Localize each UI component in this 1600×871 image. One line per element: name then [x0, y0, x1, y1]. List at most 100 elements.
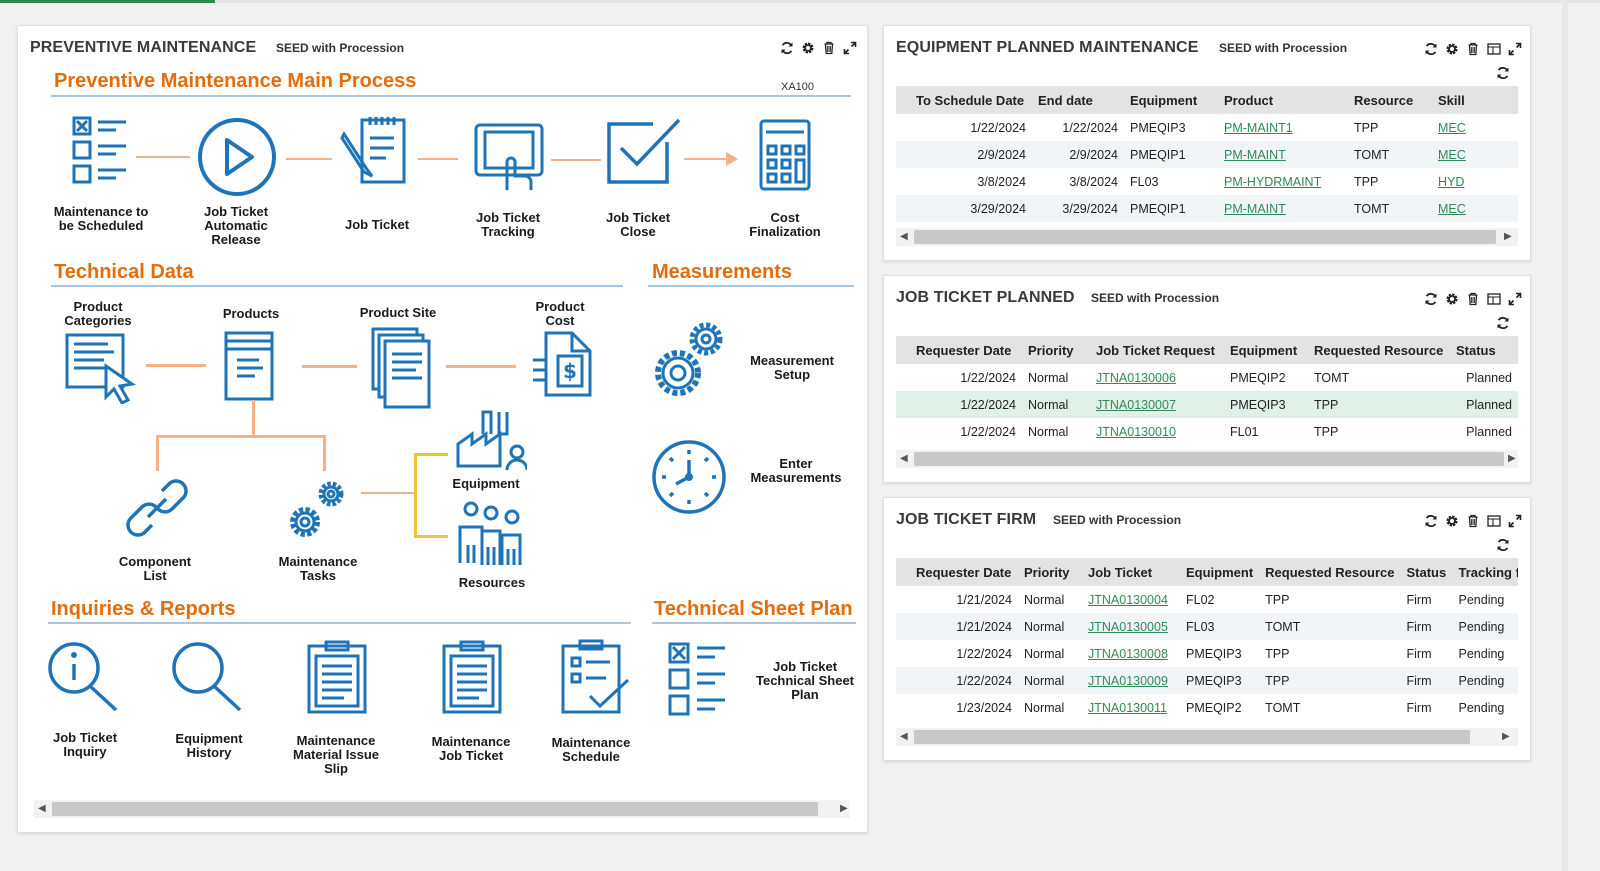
clipboard-list-icon[interactable]: [441, 640, 503, 714]
job-ticket-request-link[interactable]: JTNA0130007: [1096, 397, 1176, 412]
item-label[interactable]: Job Ticket Inquiry: [52, 730, 118, 759]
column-header[interactable]: Priority: [1018, 558, 1082, 586]
step-label[interactable]: Job Ticket Tracking: [475, 210, 541, 239]
product-link[interactable]: PM-HYDRMAINT: [1224, 174, 1322, 189]
expand-icon[interactable]: [1508, 514, 1522, 528]
trash-icon[interactable]: [1466, 42, 1480, 56]
table-row[interactable]: 1/22/2024 Normal JTNA0130009 PMEQIP3 TPP…: [896, 667, 1518, 694]
gear-icon[interactable]: [1445, 292, 1459, 306]
scroll-right-icon[interactable]: ▶: [840, 803, 848, 814]
horizontal-scrollbar[interactable]: ◀ ▶: [896, 728, 1518, 746]
panel-layout-icon[interactable]: [1487, 292, 1501, 306]
clipboard-list-icon[interactable]: [306, 640, 368, 714]
tracking-tablet-icon[interactable]: [473, 122, 549, 194]
factory-icon[interactable]: [455, 404, 527, 476]
skill-link[interactable]: MEC: [1438, 201, 1466, 216]
product-link[interactable]: PM-MAINT1: [1224, 120, 1293, 135]
item-label[interactable]: Maintenance Tasks: [278, 554, 358, 583]
expand-icon[interactable]: [1508, 42, 1522, 56]
scroll-right-icon[interactable]: ▶: [1504, 231, 1512, 242]
scroll-thumb[interactable]: [914, 730, 1470, 744]
step-label[interactable]: Job Ticket Close: [605, 210, 671, 239]
column-header[interactable]: Requester Date: [896, 336, 1022, 364]
trash-icon[interactable]: [1466, 292, 1480, 306]
horizontal-scrollbar[interactable]: ◀ ▶: [34, 800, 850, 818]
calculator-icon[interactable]: [758, 118, 814, 192]
table-row[interactable]: 1/22/2024 1/22/2024 PMEQIP3 PM-MAINT1 TP…: [896, 114, 1518, 141]
refresh-icon[interactable]: [1424, 514, 1438, 528]
column-header[interactable]: Job Ticket Request: [1090, 336, 1224, 364]
scroll-right-icon[interactable]: ▶: [1502, 731, 1510, 742]
table-row[interactable]: 2/9/2024 2/9/2024 PMEQIP1 PM-MAINT TOMT …: [896, 141, 1518, 168]
product-book-icon[interactable]: [223, 330, 279, 402]
scroll-left-icon[interactable]: ◀: [900, 231, 908, 242]
clock-icon[interactable]: [650, 438, 728, 516]
search-icon[interactable]: [170, 640, 246, 714]
item-label[interactable]: Measurement Setup: [750, 353, 834, 382]
item-label[interactable]: Maintenance Schedule: [551, 735, 631, 764]
column-header[interactable]: Equipment: [1180, 558, 1260, 586]
link-chain-icon[interactable]: [122, 473, 192, 543]
skill-link[interactable]: MEC: [1438, 120, 1466, 135]
scroll-left-icon[interactable]: ◀: [38, 803, 46, 814]
refresh-icon[interactable]: [1496, 316, 1510, 330]
column-header[interactable]: End date: [1032, 86, 1124, 114]
skill-link[interactable]: MEC: [1438, 147, 1466, 162]
step-label[interactable]: Maintenance to be Scheduled: [53, 204, 149, 233]
gear-icon[interactable]: [801, 41, 815, 55]
expand-icon[interactable]: [843, 41, 857, 55]
scroll-thumb[interactable]: [52, 802, 818, 816]
item-label[interactable]: Maintenance Job Ticket: [431, 734, 511, 763]
job-ticket-link[interactable]: JTNA0130008: [1088, 646, 1168, 661]
item-label[interactable]: Resources: [458, 575, 526, 590]
product-cost-icon[interactable]: $: [530, 330, 594, 398]
job-ticket-link[interactable]: JTNA0130011: [1088, 700, 1167, 715]
column-header[interactable]: Requested Resource: [1259, 558, 1401, 586]
horizontal-scrollbar[interactable]: ◀ ▶: [896, 450, 1518, 468]
expand-icon[interactable]: [1508, 292, 1522, 306]
scroll-thumb[interactable]: [914, 452, 1504, 466]
play-circle-icon[interactable]: [196, 116, 278, 198]
job-ticket-request-link[interactable]: JTNA0130010: [1096, 424, 1176, 439]
table-row[interactable]: 1/23/2024 Normal JTNA0130011 PMEQIP2 TOM…: [896, 694, 1518, 721]
item-label[interactable]: Product Site: [359, 305, 437, 320]
item-label[interactable]: Product Cost: [535, 299, 585, 328]
item-label[interactable]: Equipment History: [175, 731, 243, 760]
panel-layout-icon[interactable]: [1487, 514, 1501, 528]
table-row[interactable]: 3/8/2024 3/8/2024 FL03 PM-HYDRMAINT TPP …: [896, 168, 1518, 195]
refresh-icon[interactable]: [1424, 42, 1438, 56]
column-header[interactable]: Status: [1450, 336, 1518, 364]
column-header[interactable]: Skill: [1432, 86, 1518, 114]
job-ticket-link[interactable]: JTNA0130004: [1088, 592, 1168, 607]
refresh-icon[interactable]: [1424, 292, 1438, 306]
table-row[interactable]: 1/21/2024 Normal JTNA0130005 FL03 TOMT F…: [896, 613, 1518, 640]
skill-link[interactable]: HYD: [1438, 174, 1465, 189]
column-header[interactable]: Requester Date: [896, 558, 1018, 586]
product-link[interactable]: PM-MAINT: [1224, 147, 1286, 162]
product-category-icon[interactable]: [64, 332, 138, 404]
gear-icon[interactable]: [1445, 514, 1459, 528]
refresh-icon[interactable]: [1496, 66, 1510, 80]
scroll-thumb[interactable]: [914, 230, 1496, 244]
scroll-left-icon[interactable]: ◀: [900, 731, 908, 742]
step-label[interactable]: Cost Finalization: [749, 210, 821, 239]
column-header[interactable]: Status: [1400, 558, 1453, 586]
job-ticket-request-link[interactable]: JTNA0130006: [1096, 370, 1176, 385]
scroll-right-icon[interactable]: ▶: [1508, 453, 1516, 464]
item-label[interactable]: Products: [222, 306, 280, 321]
column-header[interactable]: Equipment: [1124, 86, 1218, 114]
step-label[interactable]: Job Ticket: [344, 217, 410, 232]
table-row[interactable]: 3/29/2024 3/29/2024 PMEQIP1 PM-MAINT TOM…: [896, 195, 1518, 222]
gears-icon[interactable]: [281, 476, 351, 546]
job-ticket-link[interactable]: JTNA0130009: [1088, 673, 1168, 688]
column-header[interactable]: Tracking f: [1452, 558, 1518, 586]
table-row[interactable]: 1/22/2024 Normal JTNA0130008 PMEQIP3 TPP…: [896, 640, 1518, 667]
info-search-icon[interactable]: [46, 640, 122, 714]
item-label[interactable]: Enter Measurements: [750, 456, 842, 485]
table-row[interactable]: 1/22/2024 Normal JTNA0130006 PMEQIP2 TOM…: [896, 364, 1518, 391]
people-icon[interactable]: [454, 501, 530, 573]
column-header[interactable]: Job Ticket: [1082, 558, 1180, 586]
column-header[interactable]: Product: [1218, 86, 1348, 114]
panel-layout-icon[interactable]: [1487, 42, 1501, 56]
refresh-icon[interactable]: [1496, 538, 1510, 552]
